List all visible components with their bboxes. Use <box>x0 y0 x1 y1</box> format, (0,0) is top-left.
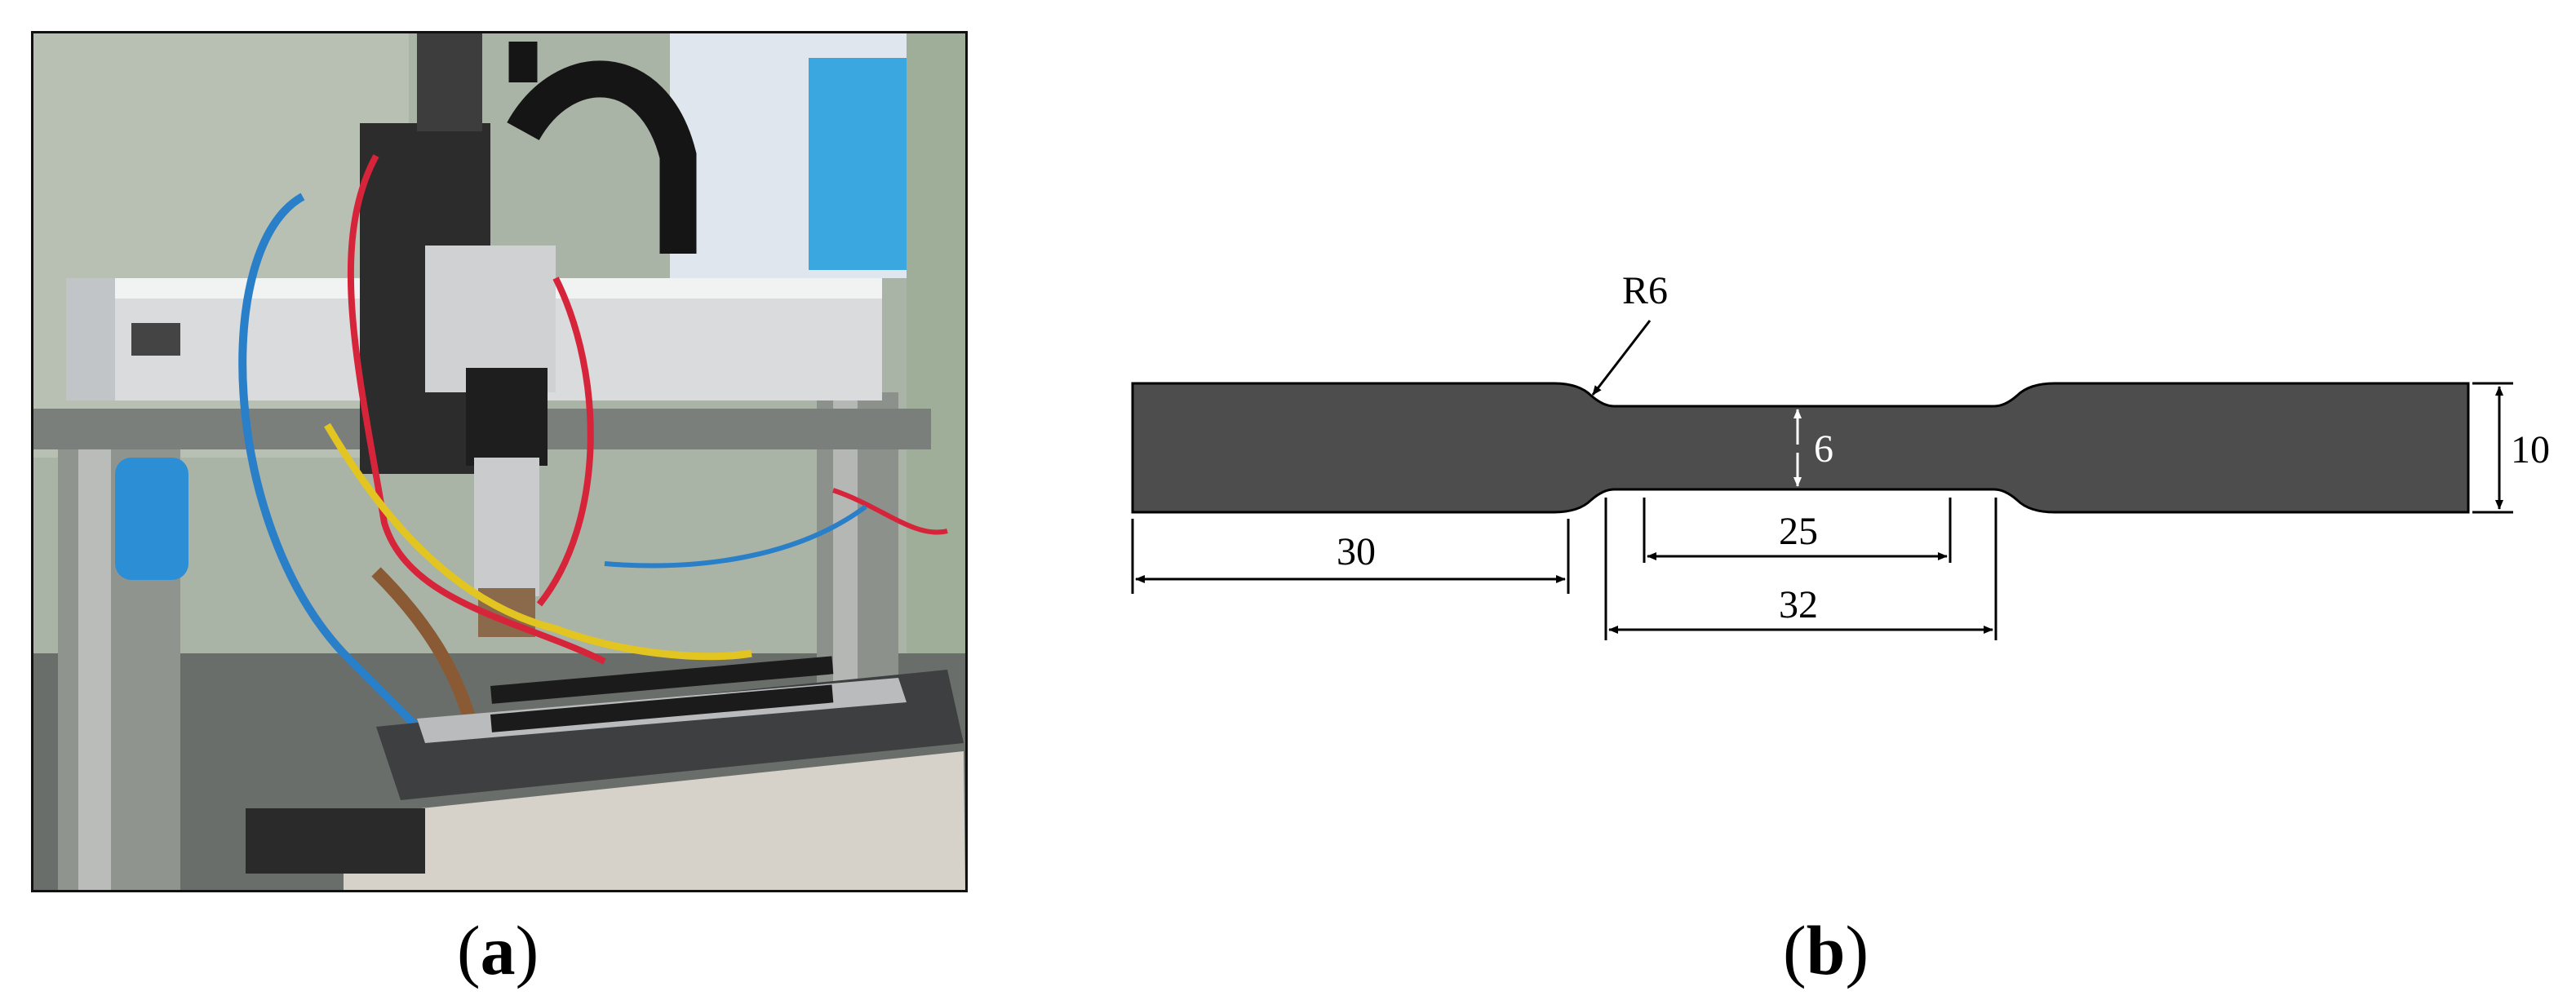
caption-a-letter: a <box>480 911 516 989</box>
caption-a: (a) <box>457 909 539 991</box>
caption-b-open: ( <box>1783 911 1807 989</box>
caption-a-close: ) <box>515 911 539 989</box>
apparatus-illustration <box>33 33 965 890</box>
neck-length-label: 32 <box>1779 583 1818 626</box>
neck-width-label: 6 <box>1814 427 1833 471</box>
gauge-length-label: 25 <box>1779 510 1818 553</box>
radius-leader <box>1591 320 1652 396</box>
grip-length-label: 30 <box>1337 530 1376 573</box>
caption-b-close: ) <box>1845 911 1869 989</box>
specimen-shape <box>1131 382 2470 514</box>
apparatus-photo <box>31 31 968 892</box>
caption-a-open: ( <box>457 911 481 989</box>
caption-b-letter: b <box>1806 911 1846 989</box>
total-width-label: 10 <box>2511 428 2550 471</box>
radius-label: R6 <box>1622 269 1668 312</box>
caption-b: (b) <box>1783 909 1869 991</box>
